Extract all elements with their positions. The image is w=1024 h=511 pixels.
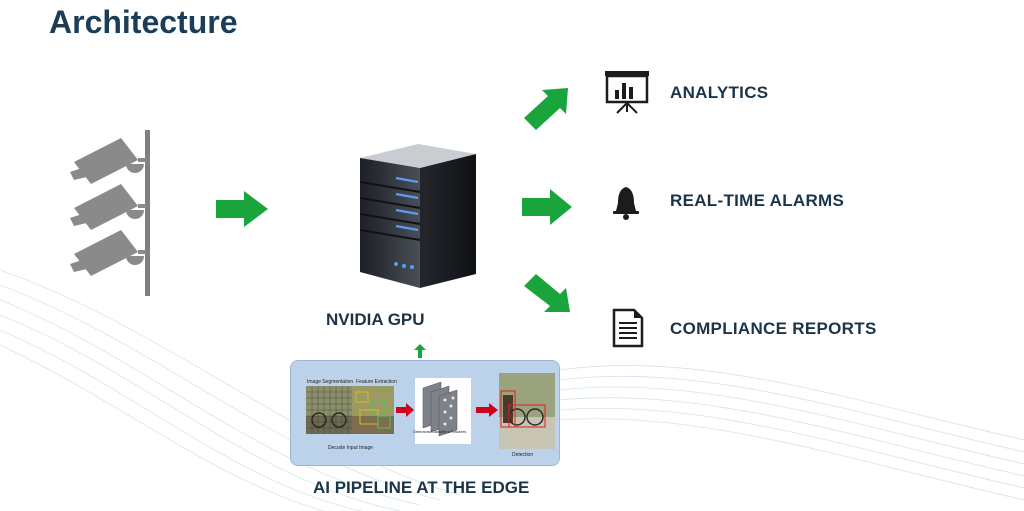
- arrow-to-analytics: [524, 88, 568, 130]
- feature-extraction-image: [352, 386, 394, 434]
- gpu-label: NVIDIA GPU: [326, 310, 425, 329]
- output-label-alarms: REAL-TIME ALARMS: [670, 191, 845, 210]
- neural-layers-image: [415, 378, 471, 444]
- arrow-to-server: [216, 191, 268, 227]
- arrow-to-alarms: [522, 189, 572, 225]
- decode-input-label: Decode Input Image: [328, 445, 374, 451]
- pipeline-label: AI PIPELINE AT THE EDGE: [313, 478, 530, 497]
- arrow-up-to-gpu: [414, 344, 426, 358]
- presentation-chart-icon: [605, 71, 649, 114]
- pipeline-arrow-1: [396, 403, 414, 417]
- output-label-analytics: ANALYTICS: [670, 83, 769, 102]
- segmentation-image: [306, 386, 352, 434]
- feature-extraction-label: Feature Extraction: [356, 379, 397, 385]
- bell-icon: [613, 187, 639, 220]
- detection-image: [499, 373, 555, 449]
- document-icon: [612, 308, 644, 348]
- output-label-reports: COMPLIANCE REPORTS: [670, 319, 877, 338]
- cctv-cameras-icon: [70, 130, 150, 296]
- detection-label: Detection: [512, 452, 534, 458]
- image-segmentation-label: Image Segmentation: [307, 379, 354, 385]
- gpu-server-icon: [359, 144, 476, 288]
- arrow-to-reports: [524, 274, 570, 312]
- page-title: Architecture: [49, 4, 238, 40]
- detectors-label: Detectors/Classifiers/Trackers: [413, 429, 467, 434]
- pipeline-arrow-2: [476, 403, 498, 417]
